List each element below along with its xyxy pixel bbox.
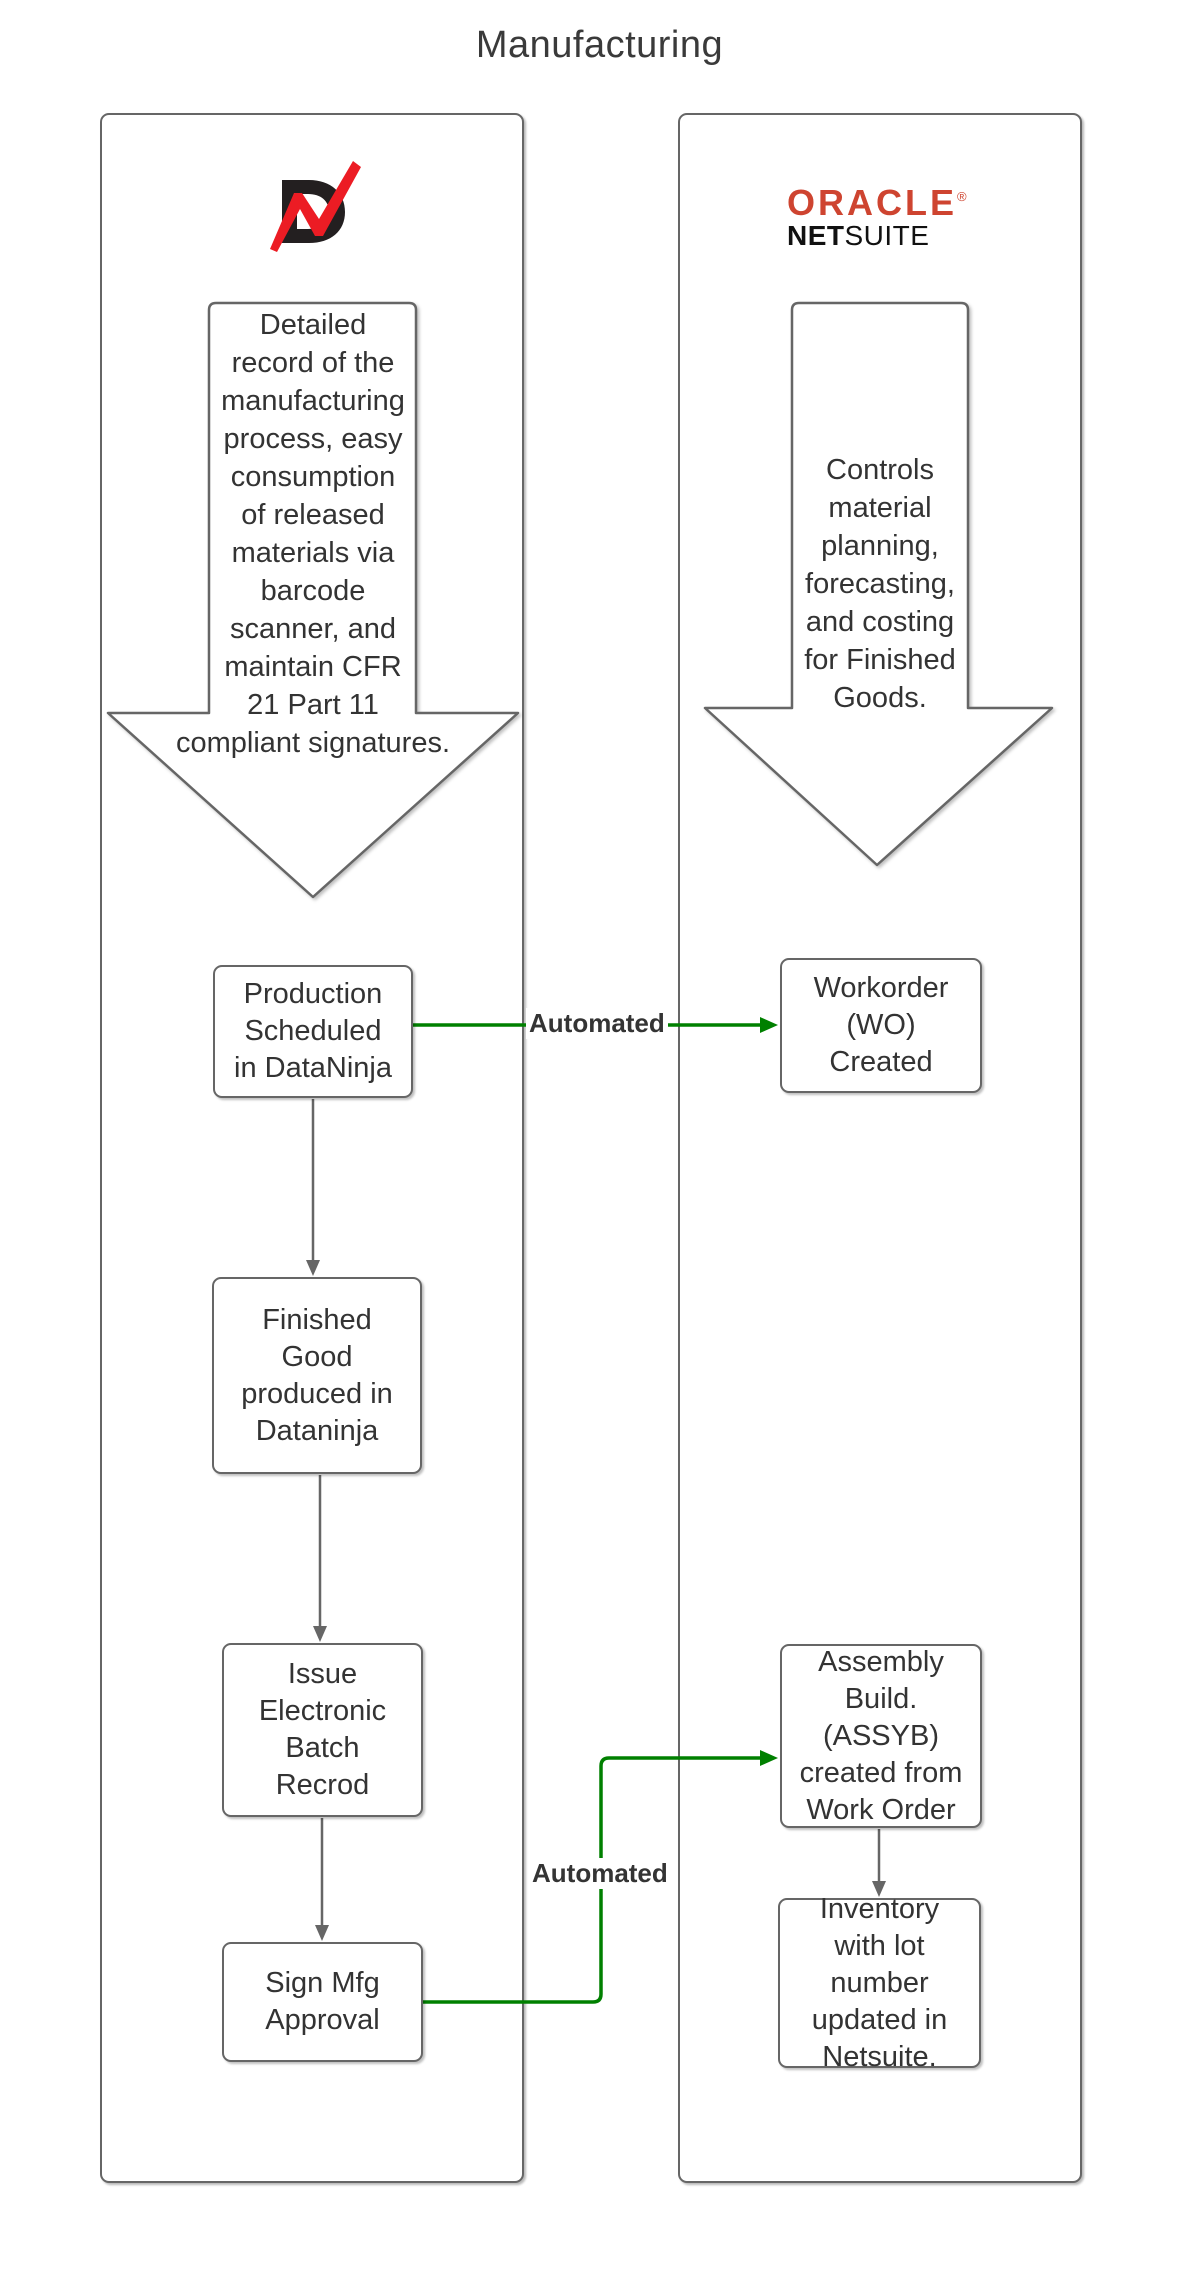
node-workorder-created: Workorder (WO) Created xyxy=(780,958,982,1093)
registered-trademark-symbol: ® xyxy=(957,189,967,204)
node-issue-electronic-batch-record: Issue Electronic Batch Recrod xyxy=(222,1643,423,1817)
automated-label-workorder: Automated xyxy=(526,1008,668,1039)
node-inventory-updated: Inventory with lot number updated in Net… xyxy=(778,1893,981,2073)
oracle-wordmark: ORACLE® xyxy=(787,182,967,223)
dataninja-logo xyxy=(270,161,361,252)
netsuite-capability-note: Controls material planning, forecasting,… xyxy=(804,454,956,714)
page-title: Manufacturing xyxy=(475,24,724,66)
dataninja-logo-d xyxy=(282,180,345,243)
node-finished-good-produced: Finished Good produced in Dataninja xyxy=(212,1277,422,1474)
lane-netsuite xyxy=(678,113,1082,2183)
netsuite-wordmark: NETSUITE xyxy=(787,220,930,251)
node-assembly-build: Assembly Build. (ASSYB) created from Wor… xyxy=(780,1644,982,1828)
dataninja-capability-note: Detailed record of the manufacturing pro… xyxy=(175,309,451,759)
automated-label-assembly: Automated xyxy=(529,1858,671,1889)
oracle-netsuite-logo: ORACLE® NETSUITE xyxy=(787,181,1067,253)
dataninja-logo-bolt xyxy=(270,161,361,252)
node-sign-mfg-approval: Sign Mfg Approval xyxy=(222,1942,423,2062)
node-production-scheduled: Production Scheduled in DataNinja xyxy=(213,965,413,1098)
